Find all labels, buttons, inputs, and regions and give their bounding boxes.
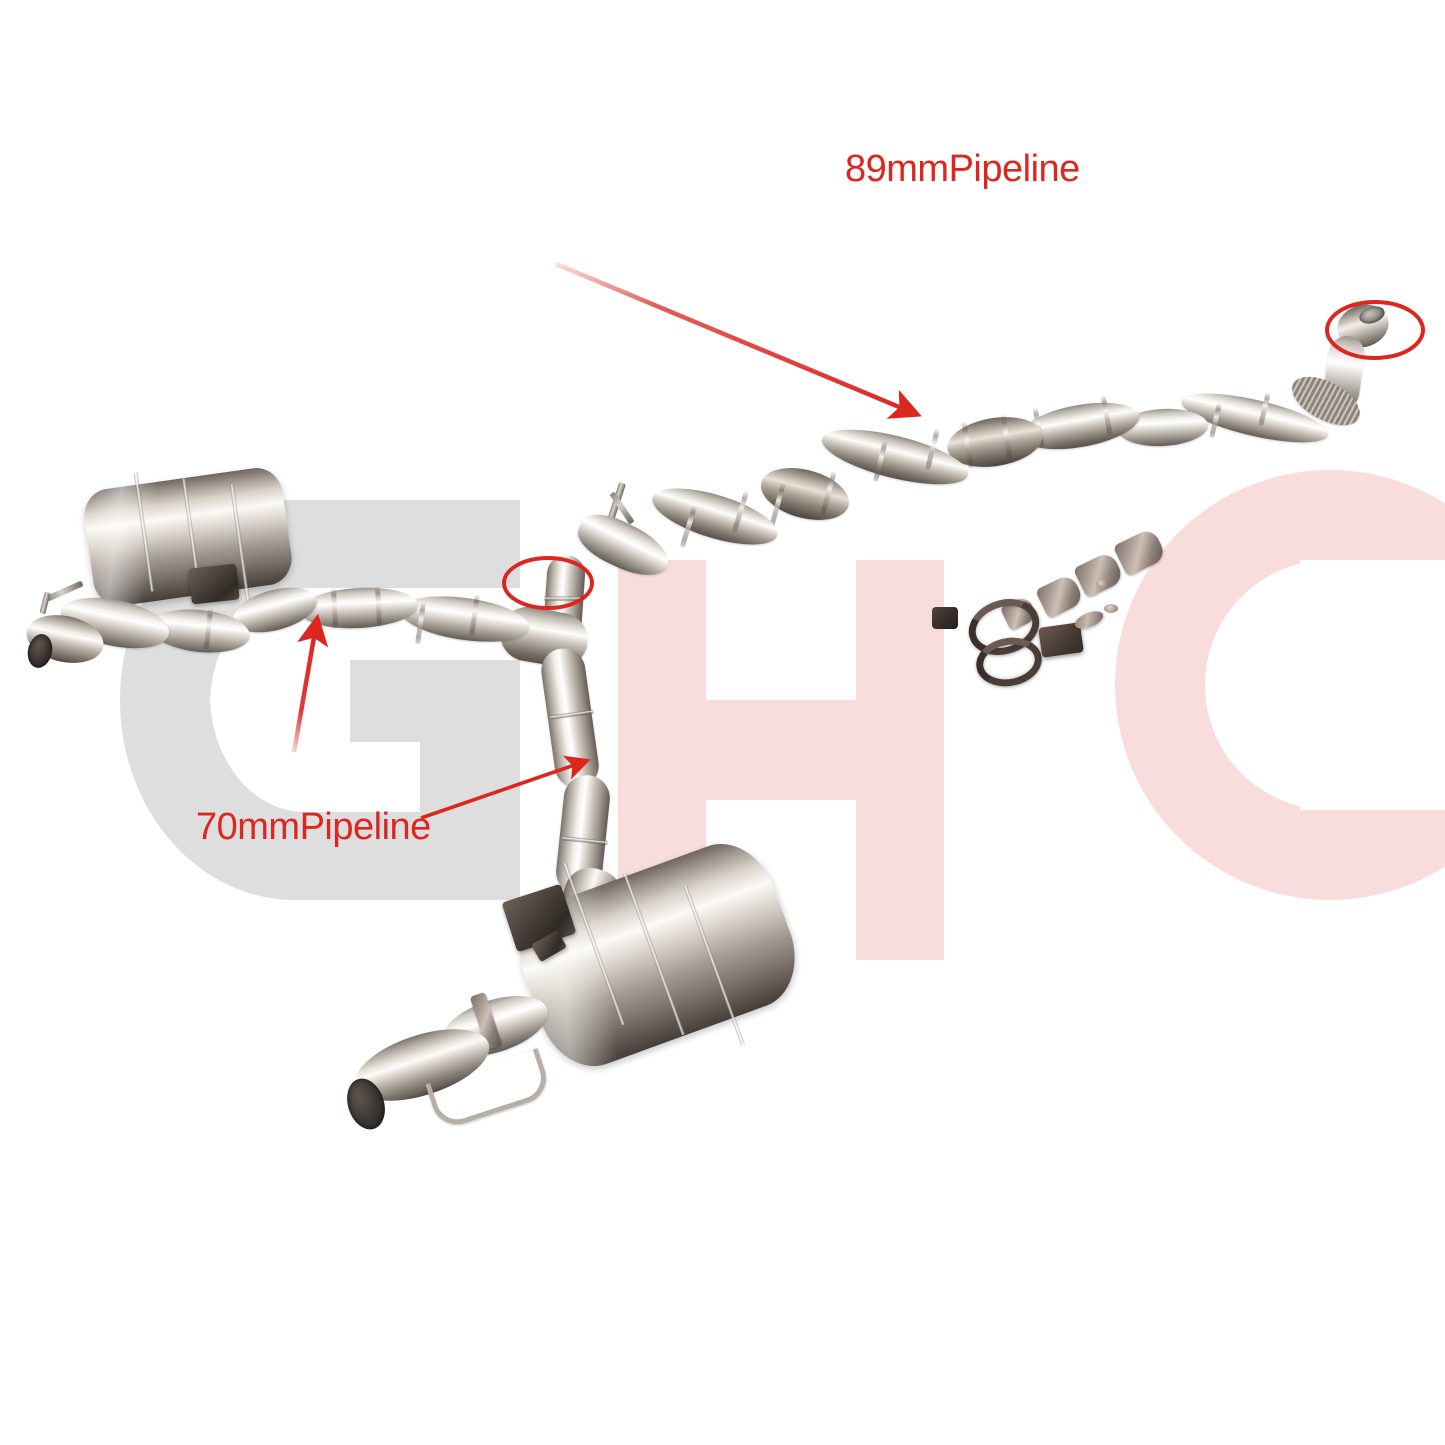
arrow-70mm-pipeline-upper (291, 613, 329, 753)
label-70mm-pipeline: 70mmPipeline (196, 806, 431, 848)
left-rear-muffler (80, 464, 296, 610)
remote-control-key (1072, 607, 1106, 633)
wiring-connector (932, 607, 958, 629)
watermark-letter-c (1115, 470, 1445, 900)
v-band-clamp (1112, 527, 1168, 577)
washer-gasket (1104, 604, 1118, 613)
washer-gasket (1096, 580, 1107, 588)
pipe-89mm-mid-run (817, 418, 973, 496)
arrow-89mm-pipeline (555, 261, 922, 419)
pipe-70mm-vertical (538, 645, 602, 791)
v-band-clamp (1072, 550, 1126, 599)
weld-ring (544, 596, 583, 601)
left-muffler-valve-actuator (188, 563, 240, 605)
pipe-70mm-left-run-b (299, 584, 419, 632)
left-muffler-hanger-hook (39, 591, 51, 615)
label-89mm-pipeline: 89mmPipeline (845, 148, 1080, 190)
